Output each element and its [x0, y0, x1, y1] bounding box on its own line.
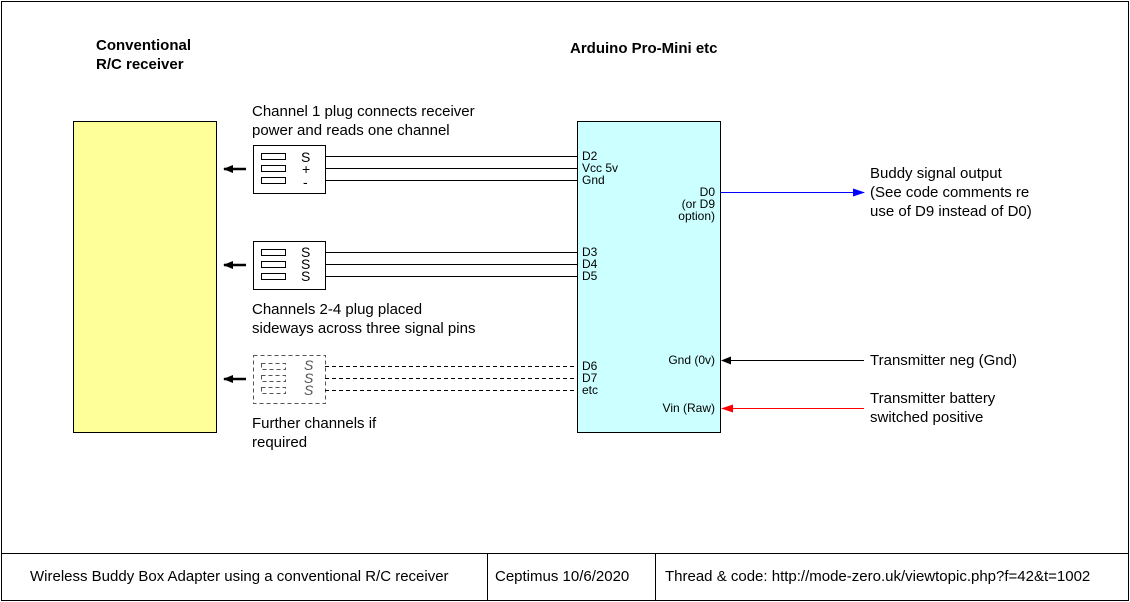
pin-d3: D3	[582, 245, 598, 259]
wires-ch24	[325, 252, 577, 277]
ch24-label-line1: Channels 2-4 plug placed	[252, 301, 423, 318]
pin-vin: Vin (Raw)	[662, 401, 715, 415]
ch24-signal-symbol-1: S	[301, 244, 311, 260]
ch1-label-line1: Channel 1 plug connects receiver	[252, 103, 475, 120]
pin-d5: D5	[582, 269, 598, 283]
buddy-label-line2: (See code comments re	[870, 184, 1030, 201]
pin-gnd: Gnd	[582, 173, 605, 187]
buddy-label-line3: use of D9 instead of D0)	[870, 203, 1032, 220]
txbat-label-line1: Transmitter battery	[870, 390, 996, 407]
wires-ch1	[325, 156, 577, 181]
receiver-title-line1: Conventional	[96, 37, 192, 54]
pin-vcc: Vcc 5v	[582, 161, 619, 175]
wires-further	[325, 366, 577, 391]
plug-ch1	[253, 145, 326, 194]
ch1-signal-symbol: S	[301, 149, 311, 165]
pin-d9-line1: (or D9	[681, 197, 715, 211]
further-label-line1: Further channels if	[252, 415, 377, 432]
further-signal-symbol-3: S	[304, 382, 314, 398]
arduino-box	[577, 121, 721, 433]
further-signal-symbol-2: S	[304, 370, 314, 386]
ch1-plus-symbol: +	[302, 161, 311, 177]
pin-d7: D7	[582, 371, 598, 385]
pin-d9-line2: option)	[678, 209, 715, 223]
pin-d4: D4	[582, 257, 598, 271]
txneg-label: Transmitter neg (Gnd)	[870, 352, 1017, 369]
pin-d6: D6	[582, 359, 598, 373]
receiver-title-line2: R/C receiver	[96, 56, 184, 73]
ch1-label-line2: power and reads one channel	[252, 122, 450, 139]
pin-etc: etc	[582, 383, 599, 397]
arduino-title: Arduino Pro-Mini etc	[570, 40, 718, 57]
ch1-minus-symbol: -	[303, 174, 308, 190]
footer-title: Wireless Buddy Box Adapter using a conve…	[30, 568, 449, 585]
plug-further	[253, 355, 326, 404]
footer-link[interactable]: Thread & code: http://mode-zero.uk/viewt…	[665, 568, 1091, 585]
pin-d0: D0	[699, 185, 715, 199]
ch24-signal-symbol-3: S	[301, 268, 311, 284]
buddy-label-line1: Buddy signal output	[870, 165, 1002, 182]
receiver-box	[73, 121, 217, 433]
ch24-label-line2: sideways across three signal pins	[252, 320, 476, 337]
further-label-line2: required	[252, 434, 308, 451]
footer-author: Ceptimus 10/6/2020	[495, 568, 630, 585]
pin-gnd0v: Gnd (0v)	[668, 353, 715, 367]
ch24-signal-symbol-2: S	[301, 256, 311, 272]
further-signal-symbol-1: S	[304, 357, 314, 373]
plug-ch24	[253, 241, 326, 290]
pin-d2: D2	[582, 149, 598, 163]
txbat-label-line2: switched positive	[870, 409, 984, 426]
